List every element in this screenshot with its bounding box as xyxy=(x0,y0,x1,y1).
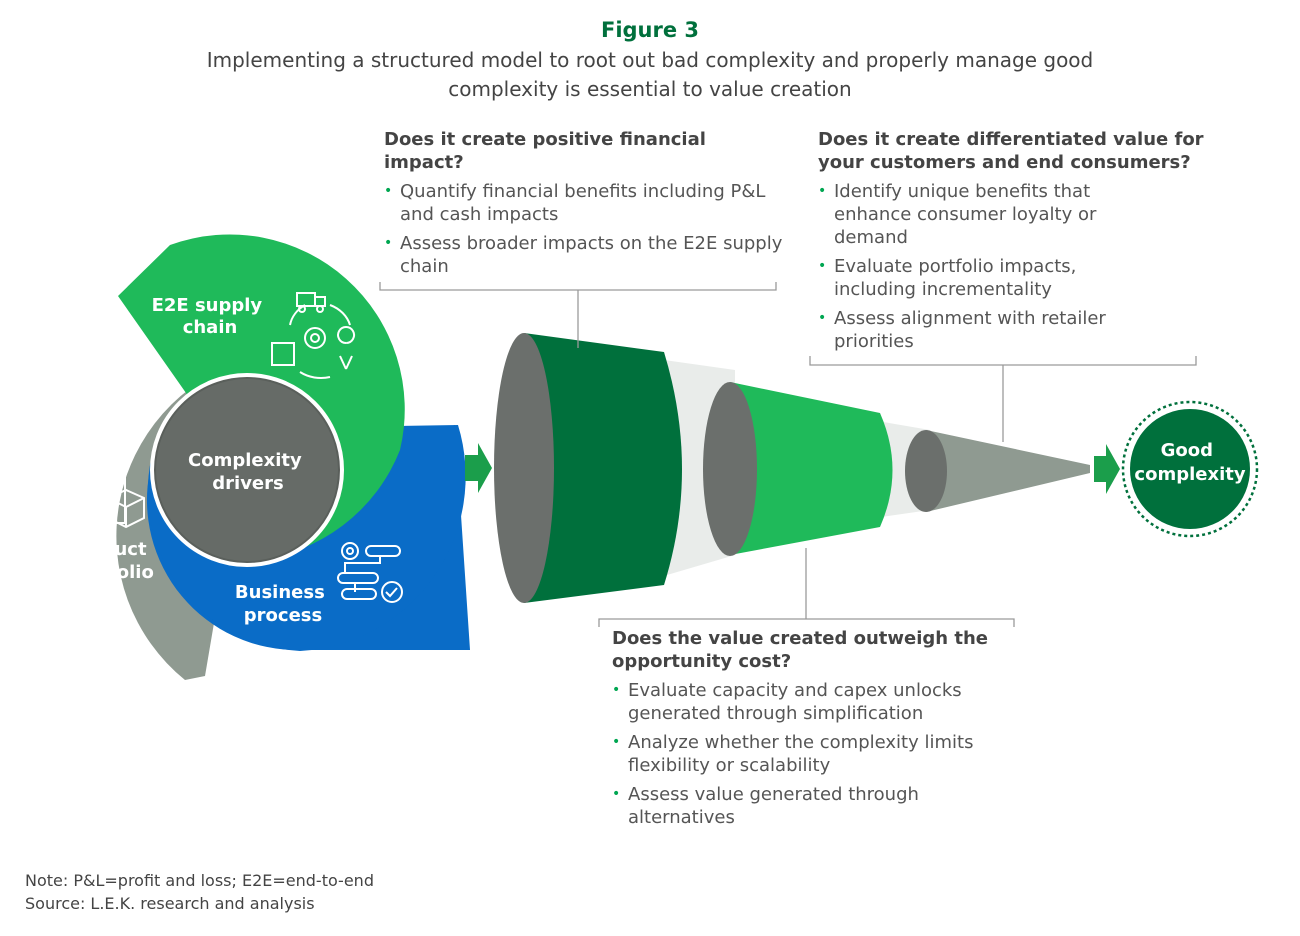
wheel-label-center: Complexity drivers xyxy=(188,450,308,494)
product-portfolio-icon xyxy=(63,444,145,529)
bullet-item: Evaluate capacity and capex unlocks gene… xyxy=(612,679,1018,725)
bullet-item: Assess broader impacts on the E2E supply… xyxy=(384,232,784,278)
source-text: Source: L.E.K. research and analysis xyxy=(25,894,315,913)
question-opportunity-cost: Does the value created outweigh the oppo… xyxy=(612,627,1032,835)
wheel-label-business: Business process xyxy=(235,582,331,626)
supply-chain-icon xyxy=(271,292,355,380)
figure-title: Implementing a structured model to root … xyxy=(206,48,1094,101)
wheel-product-line2: portfolio xyxy=(66,562,154,583)
wheel-business-line1: Business xyxy=(235,582,325,603)
arrow-to-funnel-icon xyxy=(465,443,492,493)
footnote: Note: P&L=profit and loss; E2E=end-to-en… xyxy=(25,869,374,915)
wheel-e2e-line2: chain xyxy=(183,317,238,338)
bullet-item: Quantify financial benefits including P&… xyxy=(384,180,784,226)
question-bullets: Evaluate capacity and capex unlocks gene… xyxy=(612,679,1032,829)
good-complexity-label: Good complexity xyxy=(1134,440,1245,485)
bullet-item: Evaluate portfolio impacts, including in… xyxy=(818,255,1134,301)
question-bullets: Quantify financial benefits including P&… xyxy=(384,180,784,278)
arrow-to-result-icon xyxy=(1094,444,1120,494)
wheel-center-line1: Complexity xyxy=(188,450,302,471)
good-complexity-circle xyxy=(1130,409,1250,529)
wheel-e2e-line1: E2E supply xyxy=(152,295,263,316)
figure-label: Figure 3 xyxy=(600,18,700,42)
wheel-center-line2: drivers xyxy=(212,473,283,494)
question-bullets: Identify unique benefits that enhance co… xyxy=(818,180,1218,353)
bullet-item: Assess value generated through alternati… xyxy=(612,783,968,829)
funnel-stage-2-opening xyxy=(703,382,757,556)
wheel-label-product: Product portfolio xyxy=(66,539,154,583)
note-text: Note: P&L=profit and loss; E2E=end-to-en… xyxy=(25,871,374,890)
result-line1: Good xyxy=(1161,440,1213,461)
bullet-item: Analyze whether the complexity limits fl… xyxy=(612,731,1038,777)
bullet-item: Assess alignment with retailer prioritie… xyxy=(818,307,1154,353)
wheel-label-e2e: E2E supply chain xyxy=(152,295,269,338)
question-title: Does it create differentiated value for … xyxy=(818,129,1204,173)
question-differentiated-value: Does it create differentiated value for … xyxy=(818,128,1218,359)
question-financial-impact: Does it create positive financial impact… xyxy=(384,128,784,284)
wheel-product-line1: Product xyxy=(67,539,147,560)
funnel-stage-3 xyxy=(926,430,1090,512)
funnel-stage-1-opening xyxy=(494,333,554,603)
business-process-icon xyxy=(337,542,403,603)
funnel-stage-3-opening xyxy=(905,430,947,512)
bullet-item: Identify unique benefits that enhance co… xyxy=(818,180,1134,249)
funnel-stage-2 xyxy=(730,382,893,555)
connector-lines xyxy=(379,282,1197,627)
wheel-business-line2: process xyxy=(244,605,322,626)
question-title: Does it create positive financial impact… xyxy=(384,129,706,173)
result-line2: complexity xyxy=(1134,464,1245,485)
question-title: Does the value created outweigh the oppo… xyxy=(612,628,988,672)
funnel-stage-1 xyxy=(524,333,682,603)
good-complexity-ring xyxy=(1121,400,1259,538)
